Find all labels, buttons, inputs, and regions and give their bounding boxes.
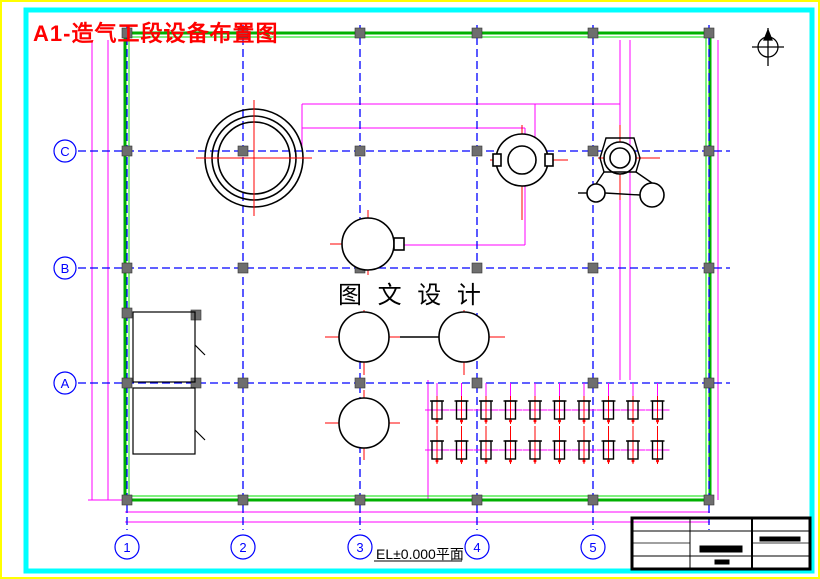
row-axis-c: C — [60, 144, 69, 159]
columns — [121, 27, 715, 506]
north-arrow-icon — [752, 28, 784, 66]
small-equipment-unit — [572, 386, 596, 424]
building-walls — [123, 31, 712, 502]
col-axis-3: 3 — [356, 540, 363, 555]
small-equipment-unit — [547, 426, 572, 464]
small-equipment-unit — [425, 426, 449, 464]
small-equipment-unit — [523, 426, 547, 464]
small-equipment-unit — [547, 386, 572, 424]
small-equipment-unit — [645, 426, 670, 464]
axis-bubbles — [53, 139, 606, 560]
drawing-border — [23, 7, 815, 574]
elevation-label: EL±0.000平面 — [376, 546, 464, 562]
small-equipment-unit — [572, 426, 596, 464]
piping — [400, 137, 653, 338]
small-equipment-unit — [474, 386, 498, 424]
col-axis-5: 5 — [589, 540, 596, 555]
row-axis-a: A — [61, 376, 70, 391]
row-axis-b: B — [61, 261, 70, 276]
small-equipment-unit — [645, 386, 670, 424]
watermark: 图 文 设 计 — [338, 275, 485, 310]
col-axis-1: 1 — [123, 540, 130, 555]
small-equipment-unit — [498, 426, 523, 464]
small-equipment-unit — [425, 386, 449, 424]
rooms — [132, 311, 206, 455]
small-equipment-unit — [621, 426, 645, 464]
title-block — [630, 516, 812, 571]
col-axis-4: 4 — [473, 540, 480, 555]
small-equipment-unit — [449, 426, 474, 464]
small-equipment-unit — [474, 426, 498, 464]
drawing-title: A1-造气工段设备布置图 — [33, 21, 279, 46]
small-equipment-array — [425, 383, 670, 464]
small-equipment-unit — [596, 426, 621, 464]
wall-inner — [128, 36, 707, 497]
col-axis-2: 2 — [239, 540, 246, 555]
